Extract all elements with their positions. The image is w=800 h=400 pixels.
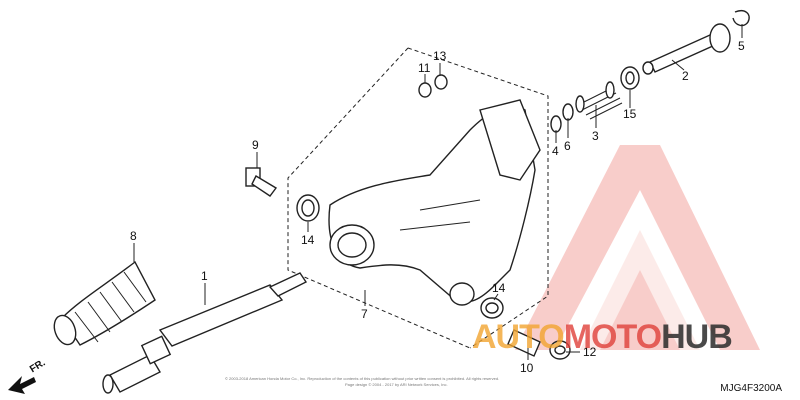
swing-arm-part[interactable] (328, 99, 541, 306)
callout-11[interactable]: 11 (418, 61, 431, 75)
callout-9[interactable]: 9 (252, 138, 259, 152)
callout-13[interactable]: 13 (433, 49, 447, 63)
watermark-word-auto: AUTO (472, 318, 565, 356)
callout-2[interactable]: 2 (682, 69, 689, 83)
pivot-bolt-part[interactable] (507, 329, 571, 360)
spring-part[interactable] (575, 81, 623, 120)
washer-part[interactable] (550, 66, 640, 133)
copyright-notice: © 2003-2018 American Honda Motor Co., In… (225, 376, 585, 388)
callout-5[interactable]: 5 (738, 39, 745, 53)
watermark-word-moto: MOTO (563, 318, 662, 356)
callout-4[interactable]: 4 (552, 144, 559, 158)
callout-8[interactable]: 8 (130, 229, 137, 243)
bolt-part[interactable] (245, 167, 278, 197)
leader-lines (133, 24, 743, 360)
callout-15[interactable]: 15 (623, 107, 637, 121)
watermark-logo-icon (515, 145, 760, 350)
callout-7[interactable]: 7 (361, 307, 368, 321)
copyright-line-2: Page design © 2004 - 2017 by ARI Network… (345, 382, 448, 387)
gear-shaft-part[interactable] (642, 23, 731, 75)
callout-labels: 1 2 3 4 5 6 7 8 9 10 11 12 13 14 14 15 (130, 39, 745, 375)
circlip-part[interactable] (732, 10, 750, 27)
callout-3[interactable]: 3 (592, 129, 599, 143)
nut-part[interactable] (418, 74, 448, 98)
front-direction-arrow-icon (8, 376, 36, 394)
housing-outline (287, 47, 549, 349)
callout-12[interactable]: 12 (583, 345, 597, 359)
watermark-word-hub: HUB (661, 318, 733, 356)
callout-1[interactable]: 1 (201, 269, 208, 283)
callout-14b[interactable]: 14 (492, 281, 506, 295)
callout-10[interactable]: 10 (520, 361, 534, 375)
watermark-wordmark: AUTOMOTOHUB (472, 318, 733, 357)
drive-shaft-part[interactable] (102, 272, 308, 394)
diagram-code: MJG4F3200A (720, 383, 782, 394)
callout-14a[interactable]: 14 (301, 233, 315, 247)
copyright-line-1: © 2003-2018 American Honda Motor Co., In… (225, 376, 500, 381)
callout-6[interactable]: 6 (564, 139, 571, 153)
seal-part[interactable] (296, 194, 504, 319)
boot-part[interactable] (50, 260, 156, 348)
